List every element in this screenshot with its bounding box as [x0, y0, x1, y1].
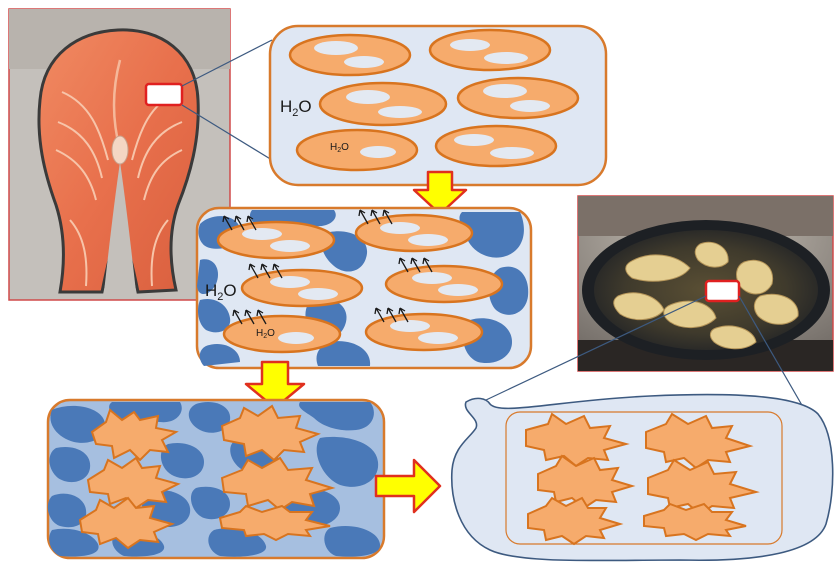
- muscle-cell: [366, 314, 482, 350]
- process-arrow-right: [376, 460, 440, 512]
- muscle-cell: [430, 30, 550, 70]
- muscle-cell: [242, 270, 362, 306]
- raw-cells-panel: H2O H2O: [270, 26, 606, 185]
- muscle-cell: [436, 126, 556, 166]
- muscle-cell: [386, 266, 502, 302]
- muscle-cell: [290, 35, 410, 75]
- muscle-cell: [320, 83, 446, 125]
- cooked-zoom-bubble: [452, 395, 833, 561]
- muscle-cell: [458, 78, 578, 118]
- muscle-cell: [297, 130, 417, 170]
- heating-cells-panel: H2O H2O: [197, 208, 531, 368]
- muscle-cell: [224, 316, 340, 352]
- cooked-protein-panel: [48, 400, 384, 558]
- salmon-zoom-marker: [146, 84, 182, 105]
- pan-zoom-marker: [706, 281, 739, 301]
- muscle-cell: [356, 215, 472, 251]
- muscle-cell: [218, 222, 334, 258]
